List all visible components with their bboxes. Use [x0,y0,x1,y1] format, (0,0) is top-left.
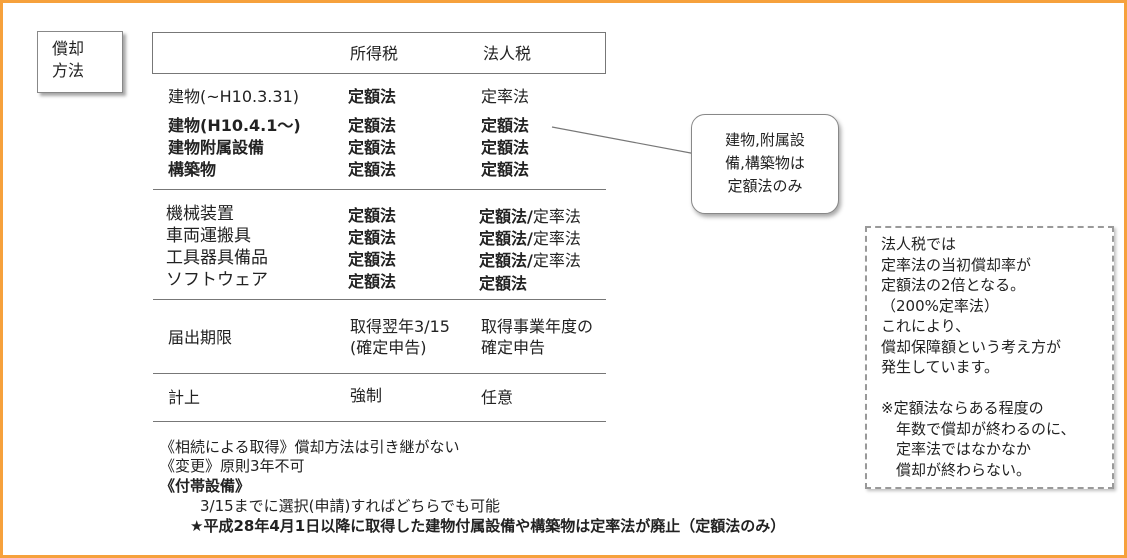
row-income-software: 定額法 [348,272,397,291]
row-income-building-old: 定額法 [348,87,397,106]
header-corporate-tax: 法人税 [483,44,532,63]
footnote-accessory-title: 《付帯設備》 [160,477,251,495]
callout-bubble: 建物,附属設 備,構築物は 定額法のみ [691,114,839,214]
note-line: これにより、 [881,317,971,335]
note-line: 定率法ではなかなか [881,440,1032,458]
row-label-structures: 構築物 [168,160,217,179]
row-label-building-equipment: 建物附属設備 [168,138,265,157]
note-line: 償却が終わらない。 [881,460,1032,479]
callout-line2: 備,構築物は [725,154,805,172]
note-line: 法人税では [881,235,957,253]
row-corporate-software: 定額法 [479,274,528,293]
note-box: 法人税では 定率法の当初償却率が 定額法の2倍となる。 （200%定率法） これ… [865,226,1114,489]
row-corporate-building-old: 定率法 [481,87,530,106]
row-corporate-vehicles-b: 定率法 [532,229,581,248]
row-income-booking: 強制 [350,386,383,405]
table-divider [153,299,606,300]
row-corporate-tools-b: 定率法 [532,251,581,270]
row-label-tools: 工具器具備品 [166,248,268,268]
row-corporate-building-new: 定額法 [481,116,530,135]
row-income-structures: 定額法 [348,160,397,179]
row-income-tools: 定額法 [348,250,397,269]
footnote-star-note: ★平成28年4月1日以降に取得した建物付属設備や構築物は定率法が廃止（定額法のみ… [190,517,786,535]
row-income-deadline-2: (確定申告) [350,338,427,357]
row-corporate-vehicles-a: 定額法/ [479,229,533,248]
note-line: 発生しています。 [881,358,1000,376]
row-income-vehicles: 定額法 [348,228,397,247]
row-income-deadline-1: 取得翌年3/15 [350,317,450,336]
note-line: 年数で償却が終わるのに、 [881,419,1076,438]
row-income-building-new: 定額法 [348,116,397,135]
callout-line3: 定額法のみ [727,177,803,195]
table-divider [153,189,606,190]
row-corporate-deadline-2: 確定申告 [481,338,546,357]
callout-pointer [551,126,697,155]
section-tag: 償却 方法 [37,31,123,93]
row-label-vehicles: 車両運搬具 [166,226,251,246]
table-divider [153,373,606,374]
row-label-building-old: 建物(~H10.3.31) [168,87,299,106]
note-line: 償却保障額という考え方が [881,337,1062,356]
note-blank-line [881,378,1112,399]
note-line: （200%定率法） [881,296,999,315]
table-bottom-line [153,421,606,422]
row-label-booking: 計上 [168,388,201,407]
section-tag-line1: 償却 [52,39,85,58]
row-label-building-new: 建物(H10.4.1～) [168,116,301,135]
row-corporate-booking: 任意 [481,388,514,407]
section-tag-line2: 方法 [52,61,85,80]
row-label-deadline: 届出期限 [168,328,233,347]
header-income-tax: 所得税 [350,44,399,63]
note-line: 定率法の当初償却率が [881,255,1032,274]
row-income-building-equipment: 定額法 [348,138,397,157]
row-corporate-deadline-1: 取得事業年度の [481,317,594,336]
row-corporate-machinery-b: 定率法 [532,207,581,226]
row-corporate-structures: 定額法 [481,160,530,179]
row-corporate-tools-a: 定額法/ [479,251,533,270]
row-corporate-machinery-a: 定額法/ [479,207,533,226]
note-line: 定額法の2倍となる。 [881,276,1026,294]
callout-line1: 建物,附属設 [725,131,805,149]
row-income-machinery: 定額法 [348,206,397,225]
footnote-accessory-body: 3/15までに選択(申請)すればどちらでも可能 [200,497,500,515]
table-header [152,32,606,74]
footnote-change: 《変更》原則3年不可 [160,457,305,475]
row-label-machinery: 機械装置 [166,204,234,224]
footnote-inheritance: 《相続による取得》償却方法は引き継がない [160,438,460,456]
note-line: ※定額法ならある程度の [881,399,1044,417]
row-corporate-building-equipment: 定額法 [481,138,530,157]
row-label-software: ソフトウェア [166,270,268,290]
